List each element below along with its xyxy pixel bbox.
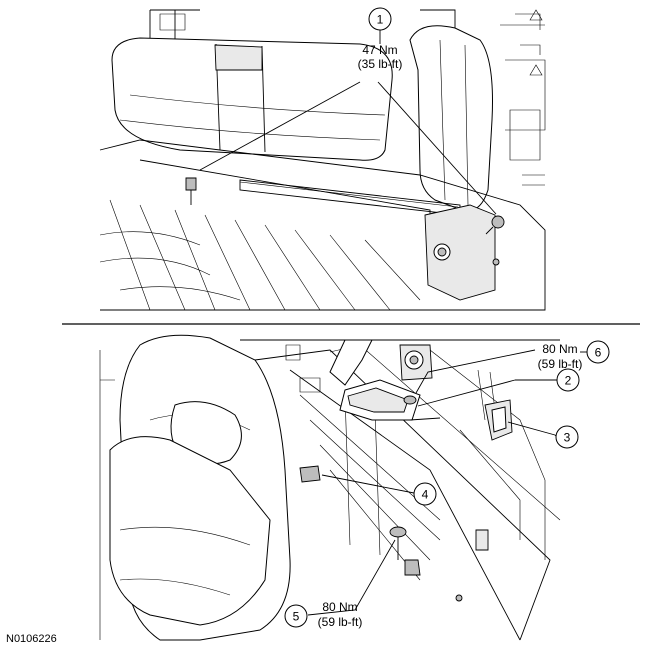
callout-6-torque-lbft: (59 lb-ft): [538, 357, 583, 371]
callout-6-torque-nm: 80 Nm: [542, 342, 577, 356]
callout-2-number: 2: [565, 374, 572, 388]
callout-1-torque-nm: 47 Nm: [362, 43, 397, 57]
callout-1: 1 47 Nm (35 lb-ft): [358, 7, 403, 71]
callout-6: 80 Nm (59 lb-ft) 6: [538, 340, 610, 371]
top-view-seat-floor: [99, 9, 546, 311]
callout-4: 4: [413, 482, 437, 506]
callout-3-number: 3: [564, 431, 571, 445]
callout-4-number: 4: [422, 488, 429, 502]
callout-5-number: 5: [293, 610, 300, 624]
figure-id: N0106226: [6, 633, 57, 645]
callout-5-torque-nm: 80 Nm: [322, 600, 357, 614]
callout-1-number: 1: [377, 13, 384, 27]
callout-3: 3: [554, 425, 579, 449]
callout-2: 2: [515, 368, 580, 392]
callout-5-torque-lbft: (59 lb-ft): [318, 615, 363, 629]
bottom-view-belt-anchors: [99, 334, 561, 641]
callout-1-torque-lbft: (35 lb-ft): [358, 57, 403, 71]
callout-5: 5 80 Nm (59 lb-ft): [284, 600, 363, 629]
callout-6-number: 6: [595, 346, 602, 360]
